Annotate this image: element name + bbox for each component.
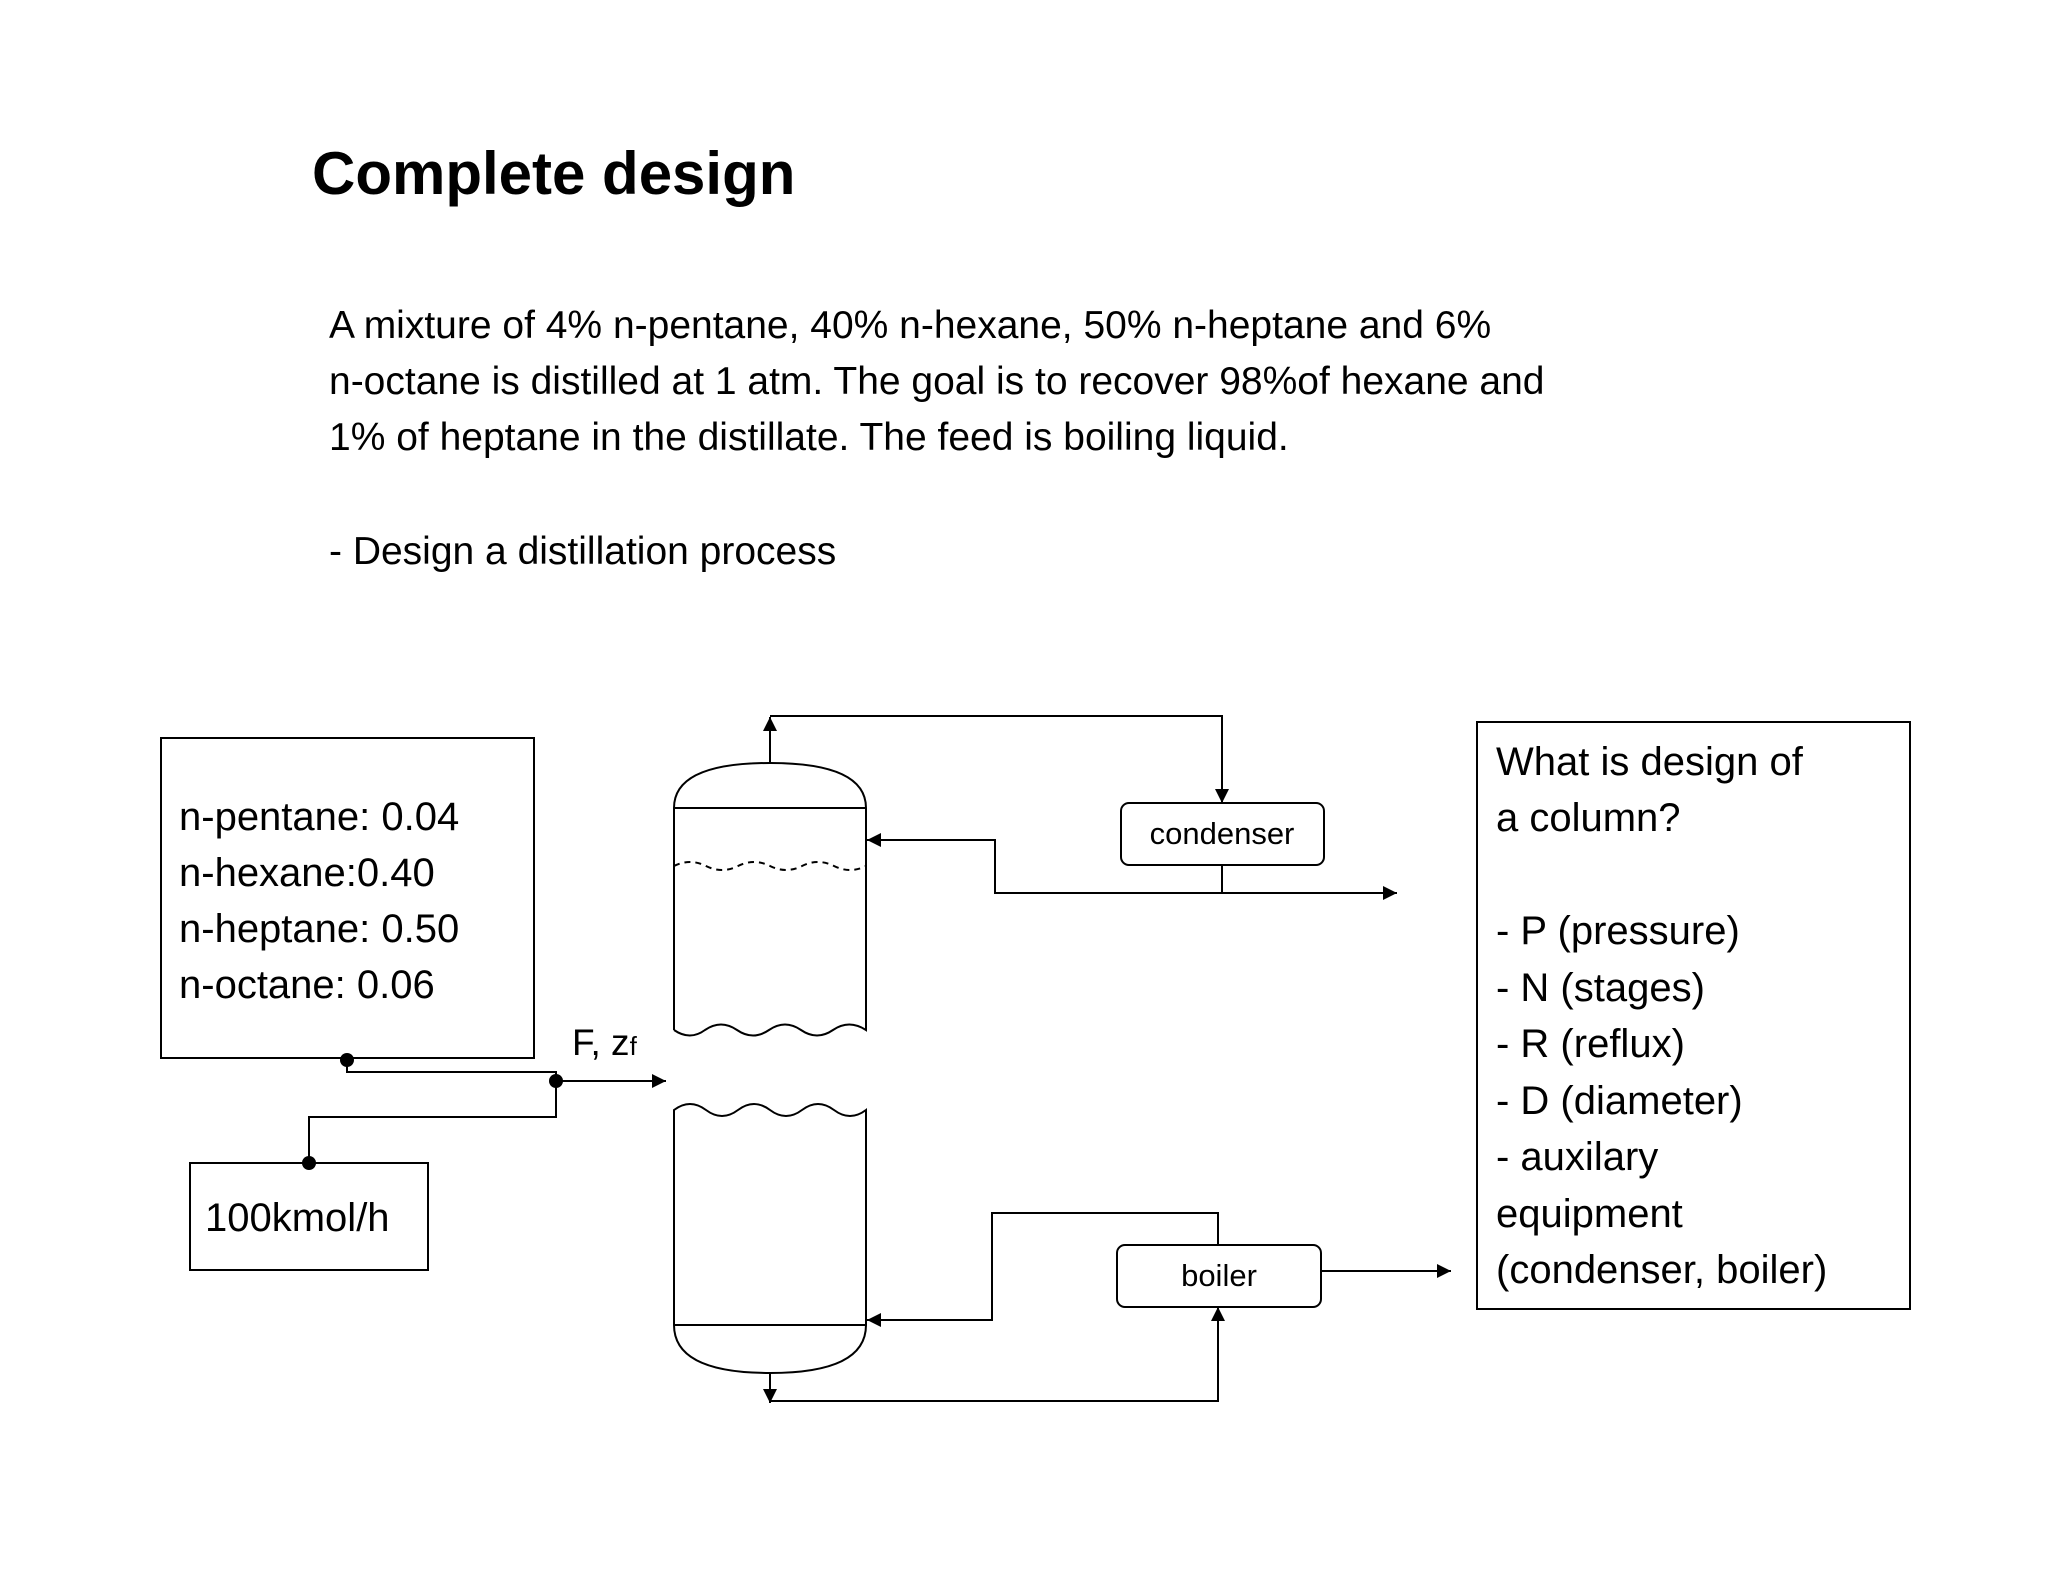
feed-lines [308, 1060, 666, 1163]
feed-junction-dot [549, 1074, 563, 1088]
composition-pentane: n-pentane: 0.04 [179, 795, 459, 839]
composition-connector-dot [340, 1053, 354, 1067]
flow-rate-box: 100kmol/h [189, 1162, 429, 1271]
flow-rate-connector-dot [302, 1156, 316, 1170]
question-reflux: - R (reflux) [1496, 1022, 1685, 1066]
flow-rate-label: 100kmol/h [205, 1196, 390, 1240]
column-bottom-section [673, 1103, 867, 1375]
bottoms-lines [763, 1212, 1451, 1403]
composition-hexane: n-hexane:0.40 [179, 851, 435, 895]
column-top-section [673, 761, 867, 1037]
question-line-1: What is design of [1496, 740, 1804, 784]
problem-line-1: A mixture of 4% n-pentane, 40% n-hexane,… [329, 304, 1491, 347]
question-condenser-boiler: (condenser, boiler) [1496, 1248, 1827, 1292]
composition-box: n-pentane: 0.04 n-hexane:0.40 n-heptane:… [160, 737, 535, 1059]
boiler: boiler [1116, 1244, 1322, 1308]
condenser-label: condenser [1150, 816, 1295, 851]
distillation-column [673, 761, 867, 1375]
question-box: What is design of a column? - P (pressur… [1476, 721, 1911, 1310]
feed-label-subscript: f [630, 1031, 638, 1061]
overhead-lines [763, 715, 1397, 900]
feed-label: F, zf [572, 1022, 638, 1063]
question-equipment: equipment [1496, 1192, 1683, 1236]
column-liquid-level [673, 861, 867, 871]
condenser: condenser [1120, 802, 1325, 866]
question-auxilary: - auxilary [1496, 1135, 1658, 1179]
boiler-label: boiler [1181, 1258, 1257, 1293]
page-title: Complete design [312, 140, 795, 207]
composition-octane: n-octane: 0.06 [179, 963, 435, 1007]
problem-line-2: n-octane is distilled at 1 atm. The goal… [329, 360, 1545, 403]
question-diameter: - D (diameter) [1496, 1079, 1743, 1123]
feed-label-main: F, z [572, 1022, 630, 1063]
problem-line-3: 1% of heptane in the distillate. The fee… [329, 416, 1289, 459]
task-line: - Design a distillation process [329, 530, 836, 573]
question-pressure: - P (pressure) [1496, 909, 1740, 953]
composition-heptane: n-heptane: 0.50 [179, 907, 459, 951]
question-line-2: a column? [1496, 796, 1681, 840]
question-stages: - N (stages) [1496, 966, 1705, 1010]
